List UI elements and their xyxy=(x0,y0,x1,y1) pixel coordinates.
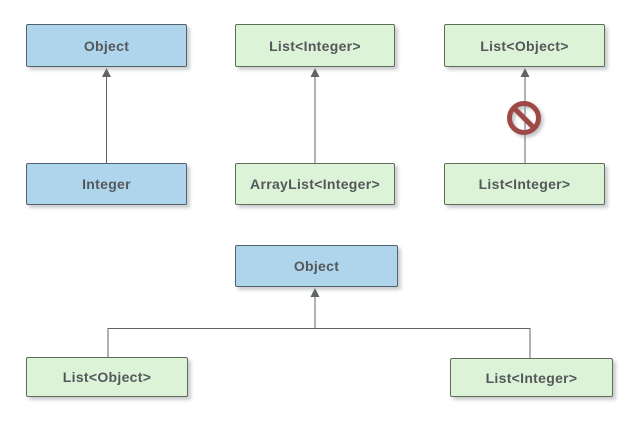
node-integer: Integer xyxy=(26,163,187,205)
node-list-integer-mid: List<Integer> xyxy=(444,163,605,205)
prohibition-icon xyxy=(507,101,541,135)
node-label: Object xyxy=(83,37,130,54)
node-label: List<Integer> xyxy=(478,176,571,192)
node-label: List<Integer> xyxy=(485,369,578,386)
node-list-object-leaf: List<Object> xyxy=(26,357,188,397)
node-label: List<Object> xyxy=(480,37,569,54)
node-label: Object xyxy=(293,258,340,274)
node-object-top: Object xyxy=(26,24,187,67)
arrow-integer-to-object xyxy=(102,68,111,163)
node-label: List<Object> xyxy=(62,369,152,385)
arrow-listinteger-to-listobject xyxy=(520,68,530,163)
arrow-arraylist-to-list xyxy=(310,68,320,163)
node-object-root: Object xyxy=(235,245,398,287)
node-arraylist-integer: ArrayList<Integer> xyxy=(235,163,395,205)
node-label: Integer xyxy=(82,176,131,192)
node-label: ArrayList<Integer> xyxy=(250,176,380,192)
node-label: List<Integer> xyxy=(269,37,361,54)
node-list-integer-top: List<Integer> xyxy=(235,24,395,67)
node-list-object-top: List<Object> xyxy=(444,24,605,67)
tree-connector xyxy=(107,288,531,358)
node-list-integer-leaf: List<Integer> xyxy=(450,358,613,397)
